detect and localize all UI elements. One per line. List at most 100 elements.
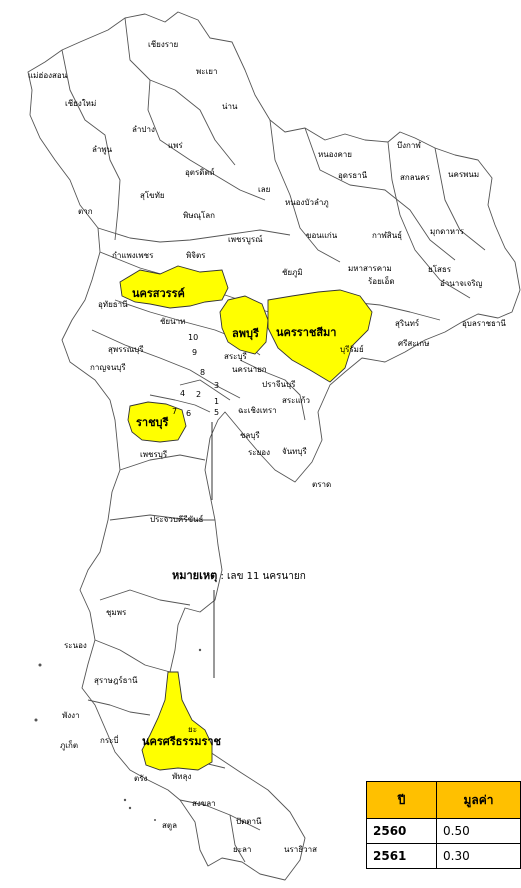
label-sakonnakhon: สกลนคร (400, 173, 430, 182)
label-chumphon: ชุมพร (106, 608, 127, 617)
label-mukdahan: มุกดาหาร (430, 227, 465, 236)
label-rayong: ระยอง (248, 448, 270, 457)
note-body: : เลข 11 นครนายก (220, 571, 305, 582)
label-phichit: พิจิตร (186, 251, 206, 260)
label-uthaithani: อุทัยธานี (98, 300, 128, 309)
label-krabi: กระบี่ (100, 734, 119, 745)
label-chiangrai: เชียงราย (148, 40, 178, 49)
label-nongkhai: หนองคาย (318, 150, 352, 159)
table-header-value: มูลค่า (436, 781, 521, 819)
label-chonburi: ชลบุรี (240, 431, 260, 440)
table-cell-year: 2561 (366, 843, 438, 869)
label-number-3: 3 (214, 381, 219, 390)
label-sukhothai: สุโขทัย (140, 190, 165, 200)
label-prachinburi: ปราจีนบุรี (262, 380, 296, 389)
label-phitsanulok: พิษณุโลก (183, 210, 215, 220)
label-number-5: 5 (214, 408, 219, 417)
label-loei: เลย (258, 185, 270, 194)
label-yasothon: ยโสธร (428, 264, 452, 274)
label-kamphaengphet: กำแพงเพชร (112, 251, 154, 260)
province-nakhon-ratchasima (267, 289, 373, 383)
data-table-container: ปี มูลค่า 2560 0.50 2561 0.30 (366, 781, 521, 869)
label-roiet: ร้อยเอ็ด (368, 276, 395, 286)
table-cell-value: 0.30 (436, 843, 521, 869)
label-tak: ตาก (78, 207, 93, 216)
label-sisaket: ศรีสะเกษ (398, 339, 429, 348)
label-amnatcharoen: อำนาจเจริญ (440, 279, 483, 288)
note-title: หมายเหตุ (172, 569, 217, 583)
label-satun: สตูล (162, 821, 177, 831)
country-outline (27, 11, 521, 881)
label-yatch: ยะ (188, 725, 197, 734)
map-note: หมายเหตุ : เลข 11 นครนายก (172, 569, 306, 583)
label-kalasin: กาฬสินธุ์ (372, 230, 402, 240)
label-chainat: ชัยนาท (160, 317, 185, 326)
label-lopburi: ลพบุรี (232, 327, 259, 341)
label-buriram: บุรีรัมย์ (340, 344, 364, 354)
label-number-9: 9 (192, 348, 197, 357)
label-khonkaen: ขอนแก่น (306, 231, 338, 240)
data-table: ปี มูลค่า 2560 0.50 2561 0.30 (366, 781, 521, 869)
label-trat: ตราด (312, 480, 331, 489)
label-number-2: 2 (196, 390, 201, 399)
label-mahasarakham: มหาสารคาม (348, 264, 392, 273)
label-suratthani: สุราษฎร์ธานี (94, 675, 138, 685)
label-chachoengsao: ฉะเชิงเทรา (238, 406, 277, 415)
label-nakhonsithammarat: นครศรีธรรมราช (142, 735, 222, 748)
label-number-7: 7 (172, 407, 177, 416)
label-prachuap: ประจวบคีรีขันธ์ (150, 514, 204, 524)
islands (34, 648, 202, 821)
label-phuket: ภูเก็ต (60, 740, 78, 751)
highlighted-provinces (119, 265, 373, 771)
label-nakhonratchasima: นครราชสีมา (276, 326, 336, 339)
label-sakaeo: สระแก้ว (282, 396, 310, 405)
label-number-10: 10 (188, 333, 198, 342)
label-narathiwat: นราธิวาส (284, 845, 317, 854)
table-cell-year: 2560 (366, 818, 438, 844)
label-trang: ตรัง (134, 774, 147, 783)
label-pattani: ปัตตานี (236, 817, 262, 826)
table-cell-value: 0.50 (436, 818, 521, 844)
label-chanthaburi: จันทบุรี (282, 447, 308, 456)
label-chiangmai: เชียงใหม่ (65, 99, 96, 108)
label-uttaradit: อุตรดิตถ์ (185, 167, 215, 177)
table-row: 2561 0.30 (366, 843, 521, 869)
label-udonthani: อุดรธานี (338, 171, 368, 180)
label-buengkan: บึงกาฬ (397, 141, 421, 150)
label-number-1: 1 (214, 397, 219, 406)
label-phetchaburi: เพชรบุรี (140, 450, 168, 459)
label-maehongson: แม่ฮ่องสอน (28, 71, 68, 80)
label-chaiyaphum: ชัยภูมิ (282, 268, 303, 278)
label-ubonratchathani: อุบลราชธานี (462, 319, 506, 328)
table-header-row: ปี มูลค่า (366, 781, 521, 819)
label-songkhla: สงขลา (192, 799, 216, 808)
label-kanchanaburi: กาญจนบุรี (90, 363, 126, 372)
label-phrae: แพร่ (168, 141, 183, 150)
label-ratchaburi: ราชบุรี (136, 416, 169, 430)
province-lopburi (219, 295, 269, 355)
label-number-8: 8 (200, 368, 205, 377)
label-nan: น่าน (222, 102, 238, 111)
label-saraburi: สระบุรี (224, 352, 248, 361)
label-lampang: ลำปาง (132, 125, 155, 134)
table-row: 2560 0.50 (366, 818, 521, 844)
label-number-4: 4 (180, 389, 185, 398)
label-surin: สุรินทร์ (395, 318, 420, 328)
label-suphanburi: สุพรรณบุรี (108, 345, 144, 354)
label-lamphun: ลำพูน (92, 145, 113, 155)
label-number-6: 6 (186, 409, 191, 418)
label-phatthalung: พัทลุง (172, 772, 191, 781)
province-ratchaburi (127, 401, 187, 443)
label-ranong: ระนอง (64, 641, 87, 650)
label-nakhonphanom: นครพนม (448, 170, 479, 179)
province-nakhon-sawan (119, 265, 229, 309)
label-phangnga: พังงา (62, 711, 80, 720)
province-labels: เชียงราย แม่ฮ่องสอน พะเยา เชียงใหม่ น่าน… (28, 40, 506, 854)
label-nakhonnayok: นครนายก (232, 365, 267, 374)
label-phetchabun: เพชรบูรณ์ (228, 234, 263, 245)
label-nakhonsawan: นครสวรรค์ (132, 287, 185, 300)
label-yala: ยะลา (233, 845, 251, 854)
label-nongbualamphu: หนองบัวลำภู (285, 198, 329, 208)
table-header-year: ปี (366, 781, 438, 819)
